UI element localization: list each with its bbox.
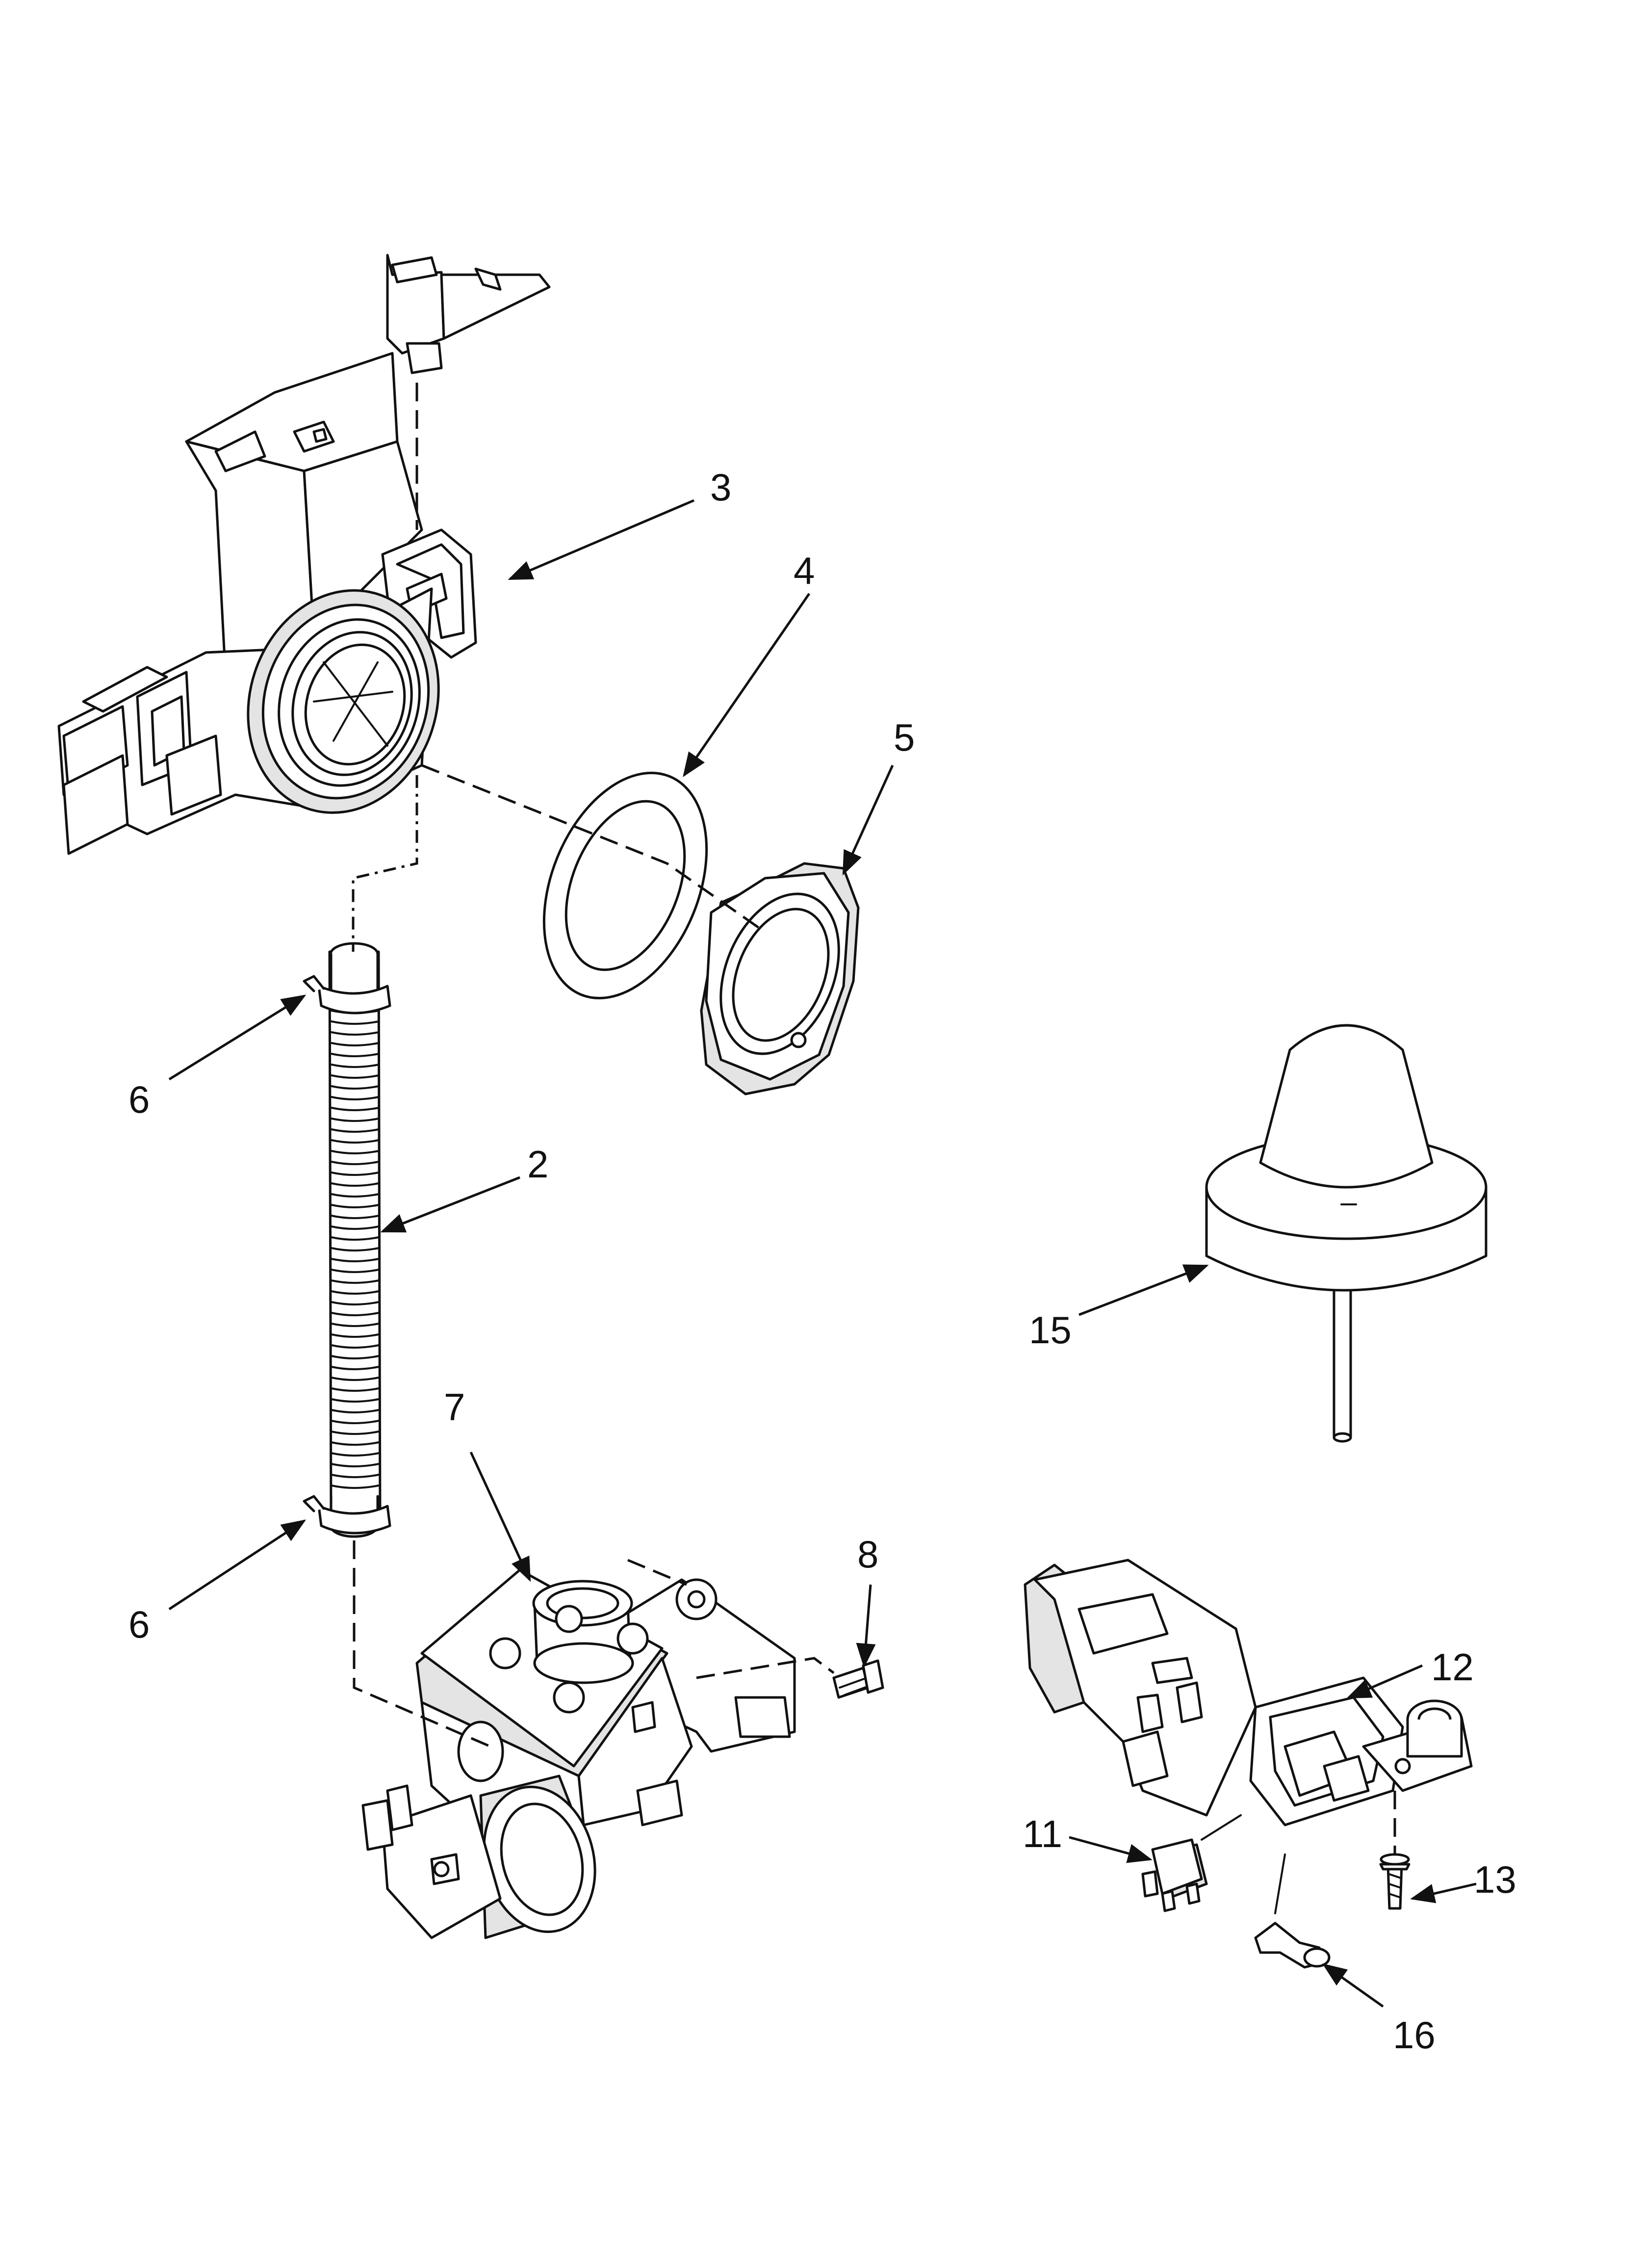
leader-6a xyxy=(168,994,307,1081)
part-3-vent-housing xyxy=(57,254,551,855)
part-6-clamp-lower xyxy=(303,1495,391,1535)
part-7-water-valve xyxy=(361,1568,796,1939)
leader-lines xyxy=(168,499,1477,2008)
leader-13 xyxy=(1410,1882,1477,1903)
leader-5 xyxy=(842,764,894,876)
leader-12 xyxy=(1346,1664,1423,1699)
callout-5: 5 xyxy=(894,716,915,759)
callout-15: 15 xyxy=(1029,1308,1072,1352)
callout-16: 16 xyxy=(1393,2013,1436,2057)
leader-11 xyxy=(1069,1836,1153,1863)
callout-7: 7 xyxy=(444,1385,465,1429)
callout-12: 12 xyxy=(1431,1645,1474,1689)
part-2-hose xyxy=(328,942,382,1538)
callout-8: 8 xyxy=(857,1533,878,1576)
leader-7 xyxy=(469,1451,531,1582)
callout-labels: 3 4 5 6 2 15 7 8 6 12 11 13 16 xyxy=(128,466,1516,2057)
callout-2: 2 xyxy=(527,1143,548,1186)
leader-2 xyxy=(380,1176,520,1233)
part-16-lever xyxy=(1254,1922,1331,1969)
leader-6b xyxy=(168,1519,307,1611)
alignment-lines xyxy=(352,383,1396,1914)
callout-6-lower: 6 xyxy=(128,1603,150,1646)
callout-11: 11 xyxy=(1023,1812,1062,1855)
leader-16 xyxy=(1322,1963,1384,2008)
leader-4 xyxy=(683,593,811,778)
leader-8 xyxy=(856,1584,876,1668)
part-4-washer xyxy=(542,771,708,1000)
leader-15 xyxy=(1078,1264,1209,1316)
part-15-float xyxy=(1205,1024,1488,1443)
callout-3: 3 xyxy=(710,466,731,509)
callout-4: 4 xyxy=(794,549,815,592)
part-12-bracket xyxy=(1024,1559,1473,1826)
part-5-nut xyxy=(700,862,860,1095)
callout-13: 13 xyxy=(1474,1858,1516,1901)
leader-3 xyxy=(508,499,694,580)
part-11-switch xyxy=(1141,1838,1208,1912)
callout-6-upper: 6 xyxy=(128,1078,150,1121)
part-6-clamp-upper xyxy=(303,975,391,1015)
part-13-screw xyxy=(1379,1853,1411,1910)
part-8-screw xyxy=(832,1659,884,1699)
